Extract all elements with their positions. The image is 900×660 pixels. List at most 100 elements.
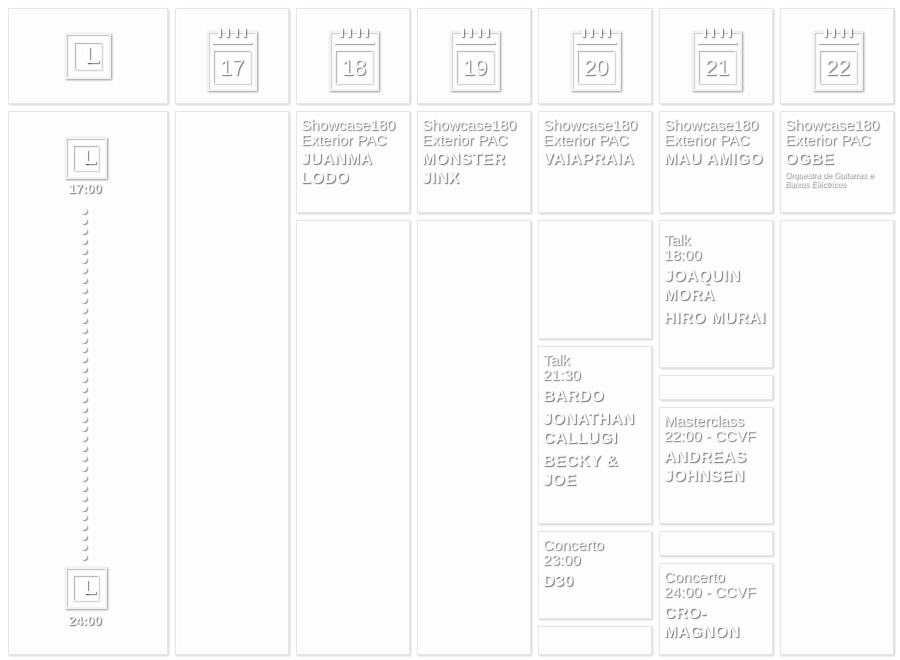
day-header-21[interactable]: 21 — [659, 8, 773, 104]
timeline-dot — [81, 494, 87, 501]
timeline-dot — [81, 435, 87, 442]
event-talk-21[interactable]: Talk 18:00 JOAQUIN MORA HIRO MURAI — [659, 220, 773, 368]
timeline-dot — [81, 217, 87, 224]
event-concerto-20[interactable]: Concerto 23:00 D30 — [538, 531, 652, 619]
day-number: 19 — [456, 50, 494, 84]
calendar-icon: 21 — [692, 28, 742, 91]
event-time: 21:30 — [543, 367, 581, 384]
event-time: 23:00 — [543, 552, 581, 569]
timeline-dot — [81, 277, 87, 284]
event-venue: Exterior PAC — [664, 132, 750, 149]
event-note: Orquestra de Guitarras e Baixos Eléctric… — [785, 171, 874, 189]
day-column-22-empty — [780, 220, 894, 655]
timeline-dot — [81, 316, 87, 323]
event-showcase-21[interactable]: Showcase180 Exterior PAC MAU AMIGO — [659, 111, 773, 213]
event-venue: Exterior PAC — [785, 132, 871, 149]
calendar-icon: 20 — [571, 28, 621, 91]
timeline-dot — [81, 534, 87, 541]
event-venue: Exterior PAC — [543, 132, 629, 149]
event-artist: JONATHAN CALLUGI — [543, 411, 635, 447]
day-number: 21 — [698, 50, 736, 84]
timeline-dot — [81, 287, 87, 294]
timeline-dot — [81, 247, 87, 254]
calendar-icon: 18 — [329, 28, 379, 91]
timeline-dot — [81, 544, 87, 551]
event-type: Concerto — [664, 569, 725, 586]
timeline-dot — [81, 484, 87, 491]
timeline-dot — [81, 524, 87, 531]
calendar-icon: 17 — [207, 28, 257, 91]
event-masterclass-21[interactable]: Masterclass 22:00 - CCVF ANDREAS JOHNSEN — [659, 407, 773, 524]
day-header-18[interactable]: 18 — [296, 8, 410, 104]
day-column-17-empty — [175, 111, 289, 655]
timeline-dot — [81, 208, 87, 214]
timeline-dot — [81, 267, 87, 274]
event-artist: JUANMA LODO — [301, 151, 372, 187]
timeline-dot — [81, 257, 87, 264]
timeline-dot — [81, 356, 87, 363]
event-type: Concerto — [543, 537, 604, 554]
day-21-gap — [659, 375, 773, 400]
start-time-label: 17:00 — [68, 181, 102, 196]
event-artist: OGBE — [785, 151, 835, 168]
event-showcase-20[interactable]: Showcase180 Exterior PAC VAIAPRAIA — [538, 111, 652, 213]
event-type: Showcase180 — [785, 117, 880, 134]
day-number: 22 — [819, 50, 857, 84]
timeline-dot — [81, 296, 87, 303]
day-number: 20 — [577, 50, 615, 84]
timeline-dot — [81, 455, 87, 462]
event-showcase-18[interactable]: Showcase180 Exterior PAC JUANMA LODO — [296, 111, 410, 213]
timeline-dot — [81, 385, 87, 392]
timeline-dot — [81, 415, 87, 422]
event-venue: Exterior PAC — [301, 132, 387, 149]
day-20-gap — [538, 220, 652, 339]
event-type: Talk — [543, 352, 570, 369]
day-header-19[interactable]: 19 — [417, 8, 531, 104]
day-number: 18 — [335, 50, 373, 84]
event-artist: MONSTER JINX — [422, 151, 506, 187]
event-venue: Exterior PAC — [422, 132, 508, 149]
event-talk-20[interactable]: Talk 21:30 BARDO JONATHAN CALLUGI BECKY … — [538, 346, 652, 524]
event-type: Showcase180 — [422, 117, 517, 134]
day-20-tail — [538, 626, 652, 655]
event-type: Showcase180 — [543, 117, 638, 134]
event-time: 24:00 - CCVF — [664, 584, 756, 601]
event-artist: D30 — [543, 573, 574, 590]
event-showcase-22[interactable]: Showcase180 Exterior PAC OGBE Orquestra … — [780, 111, 894, 213]
event-artist: VAIAPRAIA — [543, 151, 635, 168]
timeline-dot — [81, 346, 87, 353]
day-number: 17 — [213, 50, 251, 84]
calendar-icon: 19 — [450, 28, 500, 91]
day-header-20[interactable]: 20 — [538, 8, 652, 104]
timeline-dot — [81, 425, 87, 432]
event-type: Showcase180 — [301, 117, 396, 134]
timeline-dot — [81, 376, 87, 383]
timeline-dot — [81, 465, 87, 472]
clock-icon — [65, 33, 111, 79]
day-header-17[interactable]: 17 — [175, 8, 289, 104]
timeline-dot — [81, 395, 87, 402]
day-column-18-empty — [296, 220, 410, 655]
timeline-dot — [81, 306, 87, 313]
timeline-dot — [81, 237, 87, 244]
end-time-label: 24:00 — [68, 613, 102, 628]
event-time: 18:00 — [664, 247, 702, 264]
event-showcase-19[interactable]: Showcase180 Exterior PAC MONSTER JINX — [417, 111, 531, 213]
clock-icon — [65, 567, 107, 609]
timeline-dot — [81, 405, 87, 412]
calendar-icon: 22 — [813, 28, 863, 91]
event-artist: BECKY & JOE — [543, 453, 619, 489]
event-artist: ANDREAS JOHNSEN — [664, 449, 747, 485]
day-header-22[interactable]: 22 — [780, 8, 894, 104]
day-21-gap — [659, 531, 773, 556]
timeline-dot — [81, 227, 87, 234]
timeline-dot — [81, 554, 87, 560]
event-artist: BARDO — [543, 388, 605, 405]
event-time: 22:00 - CCVF — [664, 428, 756, 445]
timeline-dot — [81, 445, 87, 452]
timeline-dot — [81, 504, 87, 511]
time-column: 17:00 24:00 — [8, 111, 168, 655]
event-artist: MAU AMIGO — [664, 151, 764, 168]
timeline-dot — [81, 514, 87, 521]
event-concerto-21[interactable]: Concerto 24:00 - CCVF CRO-MAGNON — [659, 563, 773, 655]
